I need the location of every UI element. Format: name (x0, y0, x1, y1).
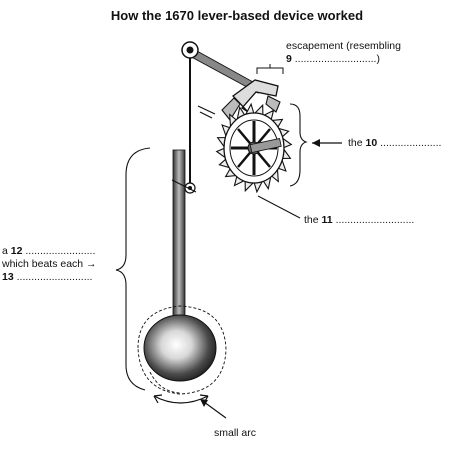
diagram-title: How the 1670 lever-based device worked (110, 8, 364, 23)
pendulum-rod (172, 149, 186, 329)
label-escapement: escapement (resembling 9 ...............… (286, 40, 401, 65)
swing-trace (137, 305, 227, 395)
escapement-bracket (256, 64, 284, 74)
label-part-11: the 11 ........................... (304, 214, 415, 226)
label-small-arc: small arc (214, 427, 257, 439)
pendulum-brace (115, 147, 151, 391)
label-pendulum: a 12 ........................ which beat… (2, 245, 97, 283)
escape-wheel (215, 102, 293, 194)
pendulum-bob (143, 314, 217, 382)
swing-arc-arrow (153, 395, 209, 404)
part-11-leader (257, 195, 301, 219)
label-wheel: the 10 ..................... (348, 137, 442, 149)
arrow-down-icon (200, 399, 227, 419)
wheel-brace (289, 103, 308, 187)
arrow-left-icon (312, 139, 342, 147)
